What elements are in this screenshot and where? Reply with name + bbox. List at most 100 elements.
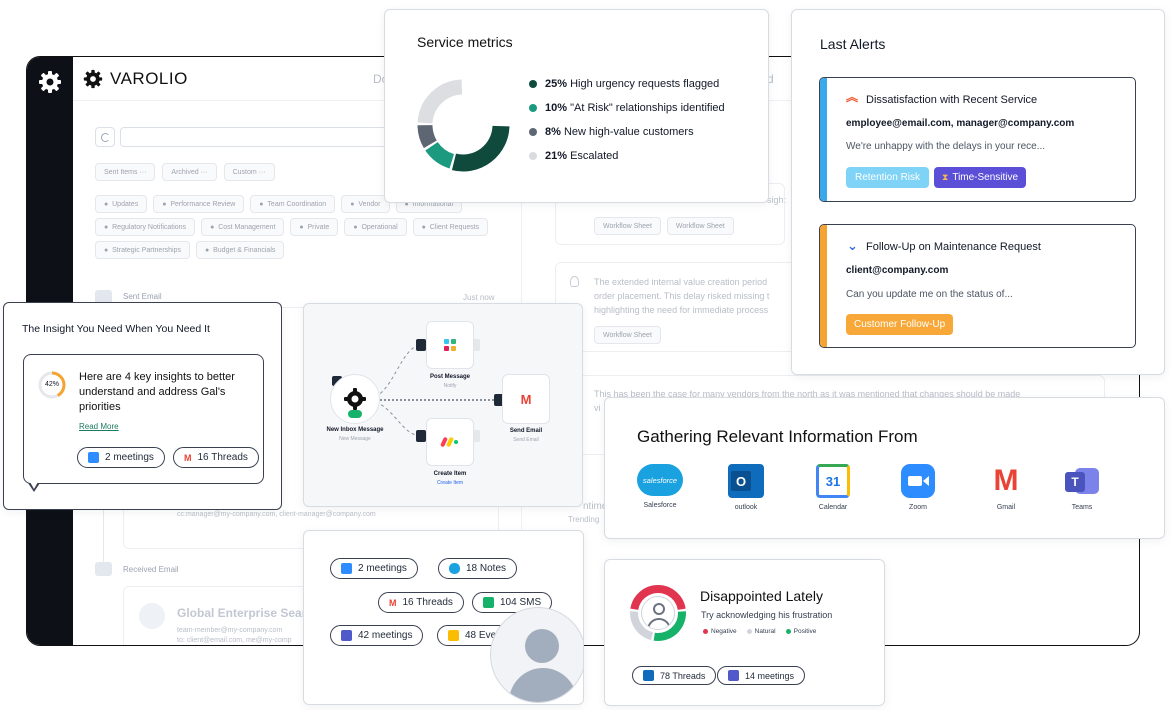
read-more-link[interactable]: Read More	[79, 422, 119, 431]
metric-pct: 21%	[545, 150, 568, 162]
workflow-card: New Inbox Message New Message Post Messa…	[303, 303, 583, 507]
insight-progress-ring	[38, 371, 66, 399]
sms-icon	[483, 597, 494, 608]
node-sub: Notify	[443, 383, 457, 389]
source-zoom[interactable]: Zoom	[887, 464, 949, 511]
salesforce-icon: salesforce	[637, 464, 683, 496]
avatar-head	[525, 629, 559, 663]
alert-emails: client@company.com	[846, 265, 949, 276]
donut-slice	[425, 141, 455, 169]
last-alerts-title: Last Alerts	[820, 36, 886, 52]
donut-slice	[417, 79, 463, 124]
workflow-sheet-chip[interactable]: Workflow Sheet	[594, 217, 661, 235]
time-sensitive-tag[interactable]: ⧗ Time-Sensitive	[934, 167, 1027, 188]
node-handle	[416, 430, 426, 442]
insight-text: Here are 4 key insights to better unders…	[79, 371, 235, 413]
metric-label: "At Risk" relationships identified	[570, 102, 725, 114]
brand[interactable]: VAROLIO	[83, 69, 188, 89]
tag-chip[interactable]: ● Client Requests	[412, 218, 489, 236]
tag-chip[interactable]: ● Budget & Financials	[196, 241, 285, 259]
source-calendar[interactable]: 31 Calendar	[802, 464, 864, 511]
app-logo-icon[interactable]	[38, 70, 62, 94]
tag-chip[interactable]: ● Vendor	[341, 195, 390, 213]
node-title: Send Email	[509, 428, 543, 434]
gmail-icon: M	[993, 464, 1019, 497]
right-text-3: highlighting the need for immediate proc…	[594, 305, 769, 315]
teams-meetings-pill[interactable]: 42 meetings	[330, 625, 424, 646]
alert-item[interactable]: ⌄ Follow-Up on Maintenance Request clien…	[819, 224, 1136, 348]
metric-dot	[529, 128, 537, 136]
meetings-pill[interactable]: 14 meetings	[717, 666, 806, 685]
node-title: New Inbox Message	[326, 427, 384, 433]
stats-card: 2 meetings 18 Notes M 16 Threads 104 SMS…	[303, 530, 584, 705]
service-metrics-legend: 25% High urgency requests flagged 10% "A…	[529, 78, 725, 162]
source-teams[interactable]: T Teams	[1051, 464, 1113, 511]
brand-logo-icon	[83, 69, 103, 89]
customer-follow-up-tag[interactable]: Customer Follow-Up	[846, 314, 954, 335]
create-item-node[interactable]	[426, 418, 474, 466]
tag-row-3: ● Strategic Partnerships ● Budget & Fina…	[95, 241, 285, 259]
threads-pill[interactable]: M 16 Threads	[173, 447, 259, 468]
threads-pill[interactable]: M 16 Threads	[378, 592, 464, 613]
teams-icon	[341, 630, 352, 641]
chevron-down-icon: ⌄	[847, 238, 858, 253]
sources-title: Gathering Relevant Information From	[637, 427, 918, 446]
filter-archived[interactable]: Archived ···	[162, 163, 217, 181]
source-salesforce[interactable]: salesforce Salesforce	[629, 464, 691, 511]
alert-item[interactable]: ︽ Dissatisfaction with Recent Service em…	[819, 77, 1136, 202]
tag-chip[interactable]: ● Performance Review	[153, 195, 245, 213]
alert-accent-bar	[820, 225, 827, 347]
metric-pct: 25%	[545, 78, 568, 90]
sentiment-card: Disappointed Lately Try acknowledging hi…	[604, 559, 885, 706]
service-metrics-donut	[417, 79, 510, 172]
source-outlook[interactable]: O outlook	[715, 464, 777, 511]
metric-pct: 10%	[545, 102, 568, 114]
node-handle-right	[474, 339, 480, 351]
tag-chip[interactable]: ● Regulatory Notifications	[95, 218, 196, 236]
donut-slice	[451, 125, 510, 172]
notes-pill[interactable]: 18 Notes	[438, 558, 518, 579]
right-text-1: The extended internal value creation per…	[594, 277, 768, 287]
toggle-switch[interactable]	[348, 410, 362, 418]
tag-chip[interactable]: ● Strategic Partnerships	[95, 241, 190, 259]
alert-snippet: We're unhappy with the delays in your re…	[846, 141, 1046, 152]
last-alerts-card: Last Alerts ︽ Dissatisfaction with Recen…	[791, 9, 1165, 375]
hourglass-icon: ⧗	[942, 172, 949, 182]
node-handle	[494, 394, 504, 406]
metric-row: 10% "At Risk" relationships identified	[529, 102, 725, 114]
metric-row: 21% Escalated	[529, 150, 725, 162]
right-text-5: vi	[594, 403, 601, 413]
tag-chip[interactable]: ● Private	[290, 218, 339, 236]
zoom-icon	[88, 452, 99, 463]
node-sub: Create Item	[436, 480, 464, 486]
teams-icon: T	[1063, 464, 1101, 498]
send-email-node[interactable]: M	[502, 374, 550, 424]
threads-pill[interactable]: 78 Threads	[632, 666, 717, 685]
received-avatar	[139, 603, 165, 629]
right-fragment-sight: sight	[767, 195, 787, 205]
metric-dot	[529, 80, 537, 88]
meetings-pill[interactable]: 2 meetings	[330, 558, 418, 579]
tag-chip[interactable]: ● Operational	[344, 218, 407, 236]
alert-emails: employee@email.com, manager@company.com	[846, 118, 1075, 129]
workflow-sheet-chip[interactable]: Workflow Sheet	[594, 326, 661, 344]
tag-chip[interactable]: ● Updates	[95, 195, 148, 213]
post-message-node[interactable]	[426, 321, 474, 369]
search-input[interactable]	[120, 127, 390, 147]
tag-chip[interactable]: ● Cost Management	[201, 218, 285, 236]
sentiment-segment	[653, 611, 686, 641]
workflow-sheet-chip[interactable]: Workflow Sheet	[666, 217, 734, 235]
retention-risk-tag[interactable]: Retention Risk	[846, 167, 930, 188]
insight-title: The Insight You Need When You Need It	[22, 323, 210, 335]
filter-sent-items[interactable]: Sent Items ···	[95, 163, 156, 181]
meetings-pill[interactable]: 2 meetings	[77, 447, 165, 468]
tag-chip[interactable]: ● Team Coordination	[250, 195, 336, 213]
sentiment-avatar	[641, 596, 675, 630]
refresh-button[interactable]	[95, 127, 115, 147]
insight-progress-label: 42%	[44, 381, 59, 388]
source-gmail[interactable]: M Gmail	[975, 464, 1037, 512]
refresh-icon	[100, 132, 110, 142]
filter-custom[interactable]: Custom ···	[223, 163, 275, 181]
outlook-icon: O	[728, 464, 764, 498]
gmail-icon: M	[520, 391, 532, 407]
